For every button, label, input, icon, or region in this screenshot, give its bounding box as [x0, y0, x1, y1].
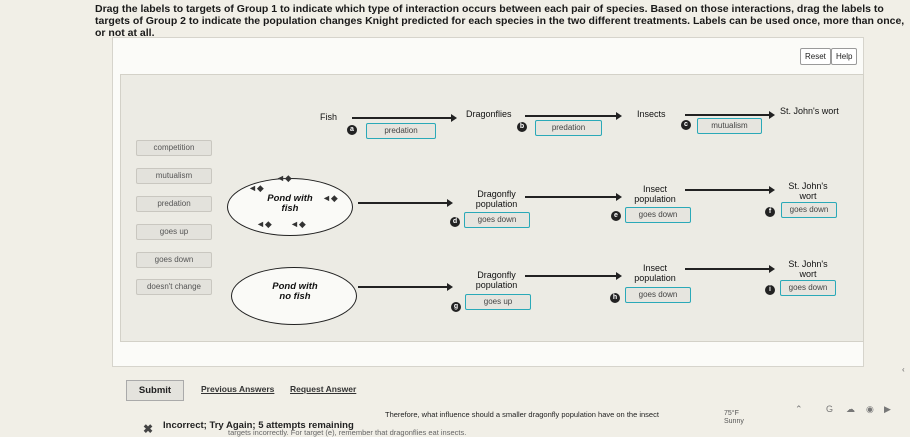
arrow-insects-wort — [685, 111, 775, 119]
arrow-nofish-pond-dragonfly — [358, 283, 453, 291]
target-badge-c: c — [681, 120, 691, 130]
target-badge-i: i — [765, 285, 775, 295]
arrow-dragonfly-insect-2 — [525, 272, 622, 280]
submit-button[interactable]: Submit — [126, 380, 184, 401]
request-answer-link[interactable]: Request Answer — [290, 384, 357, 394]
target-f[interactable]: goes down — [781, 202, 837, 218]
cloud-icon[interactable]: ☁ — [846, 404, 855, 414]
feedback-subtext: targets incorrectly. For target (e), rem… — [228, 428, 467, 437]
node-insects: Insects — [637, 109, 666, 119]
weather-widget: 75°F Sunny — [724, 410, 744, 426]
scroll-marker: ‹ — [902, 365, 905, 374]
fish-icon: ◄◆ — [290, 219, 306, 229]
pond-no-fish-oval — [231, 267, 357, 325]
arrow-insect-wort-2 — [685, 265, 775, 273]
label-goes-up[interactable]: goes up — [136, 224, 212, 240]
arrow-dragonfly-insect-1 — [525, 193, 622, 201]
target-e[interactable]: goes down — [625, 207, 691, 223]
target-badge-g: g — [451, 302, 461, 312]
target-badge-d: d — [450, 217, 460, 227]
previous-answers-link[interactable]: Previous Answers — [201, 384, 275, 394]
fish-icon: ◄◆ — [276, 173, 292, 183]
target-h[interactable]: goes down — [625, 287, 691, 303]
target-b[interactable]: predation — [535, 120, 602, 136]
arrow-fish-pond-dragonfly — [358, 199, 453, 207]
label-goes-down[interactable]: goes down — [136, 252, 212, 268]
app-icon[interactable]: G — [826, 404, 834, 414]
dragonfly-population-1: Dragonfly population — [475, 189, 518, 209]
fish-icon: ◄◆ — [322, 193, 338, 203]
fish-icon: ◄◆ — [256, 219, 272, 229]
target-i[interactable]: goes down — [780, 280, 836, 296]
node-dragonflies: Dragonflies — [466, 109, 512, 119]
reset-button[interactable]: Reset — [800, 48, 831, 65]
node-fish: Fish — [320, 112, 338, 122]
weather-condition: Sunny — [724, 418, 744, 425]
label-predation[interactable]: predation — [136, 196, 212, 212]
arrow-insect-wort-1 — [685, 186, 775, 194]
target-badge-b: b — [517, 122, 527, 132]
wifi-icon[interactable]: ◉ — [866, 404, 874, 414]
pond-with-fish-label: Pond with fish — [267, 193, 313, 214]
target-badge-e: e — [611, 211, 621, 221]
fish-icon: ◄◆ — [248, 183, 264, 193]
label-competition[interactable]: competition — [136, 140, 212, 156]
pond-no-fish-label: Pond with no fish — [272, 281, 318, 302]
insect-population-1: Insect population — [634, 184, 676, 204]
label-mutualism[interactable]: mutualism — [136, 168, 212, 184]
target-badge-f: f — [765, 207, 775, 217]
feedback-message: Therefore, what influence should a small… — [385, 410, 659, 419]
temperature: 75°F — [724, 410, 739, 417]
target-g[interactable]: goes up — [465, 294, 531, 310]
label-doesnt-change[interactable]: doesn't change — [136, 279, 212, 295]
target-a[interactable]: predation — [366, 123, 436, 139]
incorrect-icon: ✖ — [143, 422, 154, 436]
arrow-dragonflies-insects — [525, 112, 622, 120]
target-badge-h: h — [610, 293, 620, 303]
feedback-title: Incorrect; Try Again; 5 attempts remaini… — [163, 420, 354, 431]
instructions: Drag the labels to targets of Group 1 to… — [95, 3, 905, 39]
chevron-up-icon[interactable]: ⌃ — [795, 404, 803, 414]
help-button[interactable]: Help — [831, 48, 858, 65]
node-st-johns-wort: St. John's wort — [780, 106, 839, 116]
target-badge-a: a — [347, 125, 357, 135]
target-d[interactable]: goes down — [464, 212, 530, 228]
arrow-fish-dragonflies — [352, 114, 457, 122]
target-c[interactable]: mutualism — [697, 118, 762, 134]
insect-population-2: Insect population — [634, 263, 676, 283]
speaker-icon[interactable]: ▶ — [884, 404, 891, 414]
dragonfly-population-2: Dragonfly population — [475, 270, 518, 290]
pond-with-fish-oval — [227, 178, 353, 236]
